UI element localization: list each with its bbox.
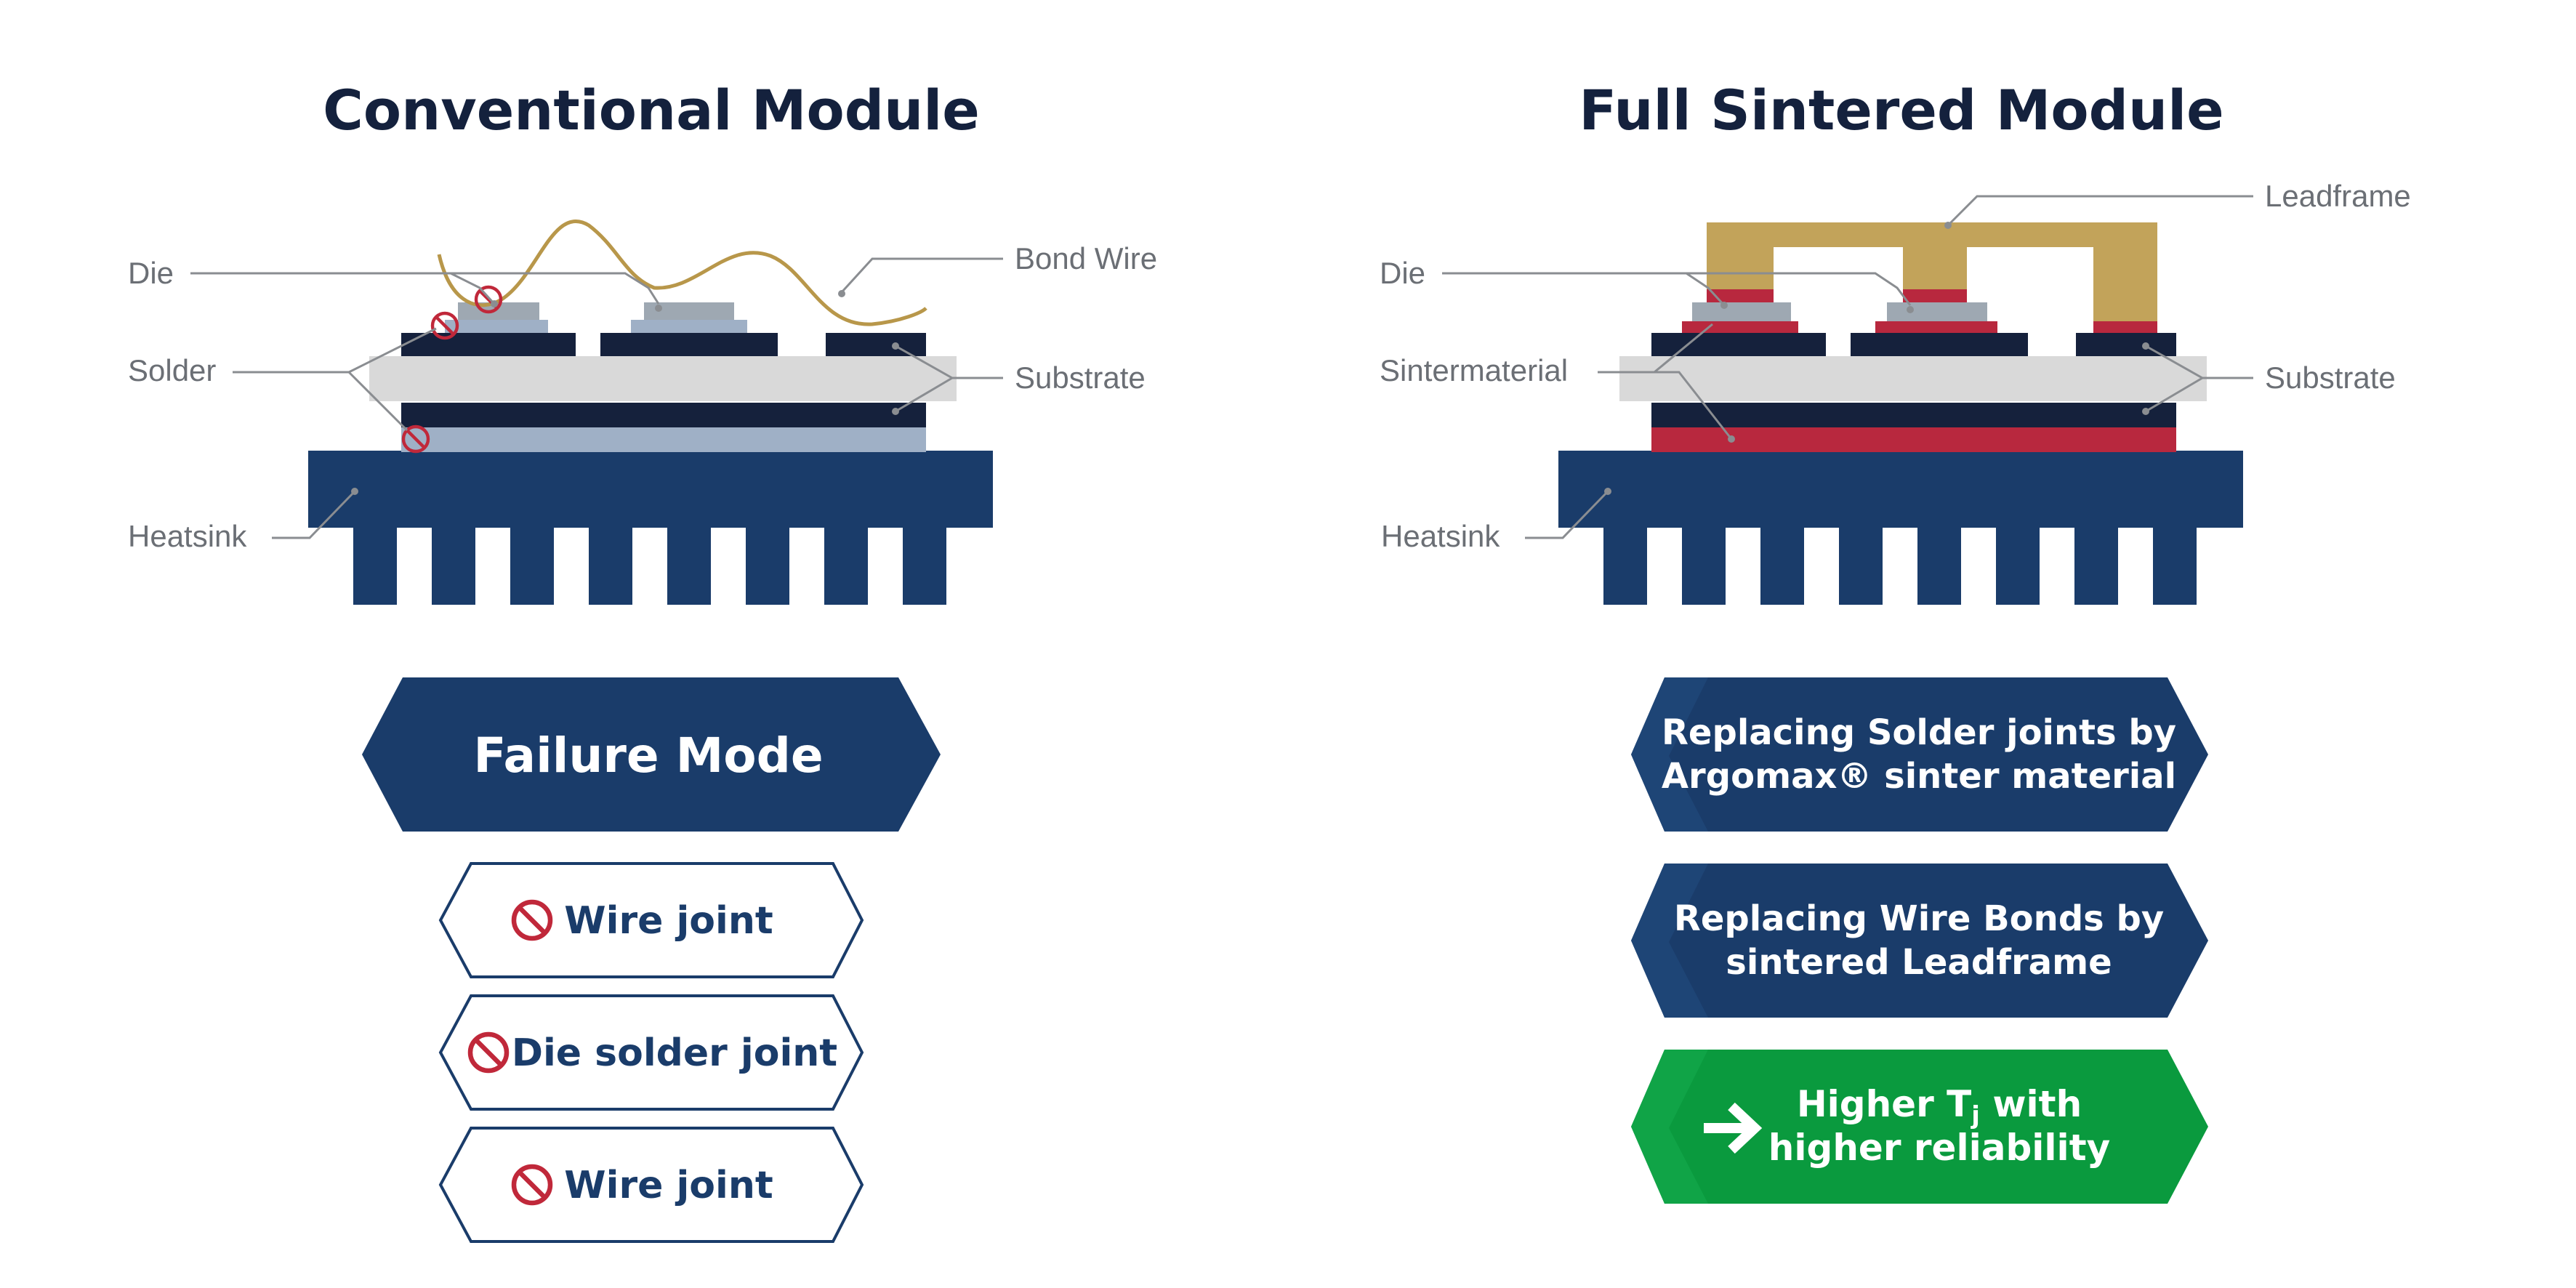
- failure-item-2: Die solder joint: [438, 994, 864, 1111]
- right-callout-sintermaterial: Sintermaterial: [1380, 323, 1735, 443]
- left-callout-substrate: Substrate: [892, 342, 1146, 415]
- benefit-1-line-2: Argomax® sinter material: [1662, 756, 2176, 797]
- left-substrate-bottom-copper: [401, 403, 926, 427]
- right-label-heatsink: Heatsink: [1381, 519, 1500, 553]
- right-die-1: [1692, 302, 1791, 321]
- left-callout-bond-wire: Bond Wire: [838, 241, 1157, 297]
- right-top-copper-1: [1651, 333, 1826, 356]
- result-line-1: Higher Tj with: [1797, 1083, 2082, 1130]
- left-heatsink: [308, 451, 993, 605]
- conventional-module-illustration: [308, 219, 993, 605]
- right-substrate: [1619, 356, 2207, 401]
- left-label-bond-wire: Bond Wire: [1015, 241, 1157, 275]
- left-title: Conventional Module: [323, 78, 980, 142]
- right-callout-substrate: Substrate: [2142, 342, 2396, 415]
- right-leadframe-sinter-2: [1903, 289, 1967, 302]
- benefit-2-line-2: sintered Leadframe: [1726, 942, 2112, 983]
- right-top-copper-3: [2076, 333, 2176, 356]
- right-die-2: [1887, 302, 1987, 321]
- right-leadframe: [1707, 222, 2157, 321]
- right-die-sinter-2: [1875, 321, 1997, 333]
- result-line-1-prefix: Higher T: [1797, 1083, 1971, 1125]
- failure-item-label: Die solder joint: [512, 1031, 837, 1075]
- failure-mode-title: Failure Mode: [473, 728, 823, 784]
- left-base-solder: [401, 427, 926, 452]
- sintered-module-illustration: [1558, 222, 2243, 605]
- left-top-copper-2: [600, 333, 778, 356]
- left-callout-die: Die: [128, 256, 662, 312]
- right-label-sintermaterial: Sintermaterial: [1380, 353, 1568, 387]
- arrow-right-icon: [1704, 1102, 1763, 1154]
- benefit-2-line-1: Replacing Wire Bonds by: [1674, 898, 2164, 939]
- right-title: Full Sintered Module: [1579, 78, 2223, 142]
- right-top-copper-2: [1851, 333, 2028, 356]
- right-die-sinter-1: [1682, 321, 1798, 333]
- right-label-die: Die: [1380, 256, 1425, 290]
- right-callout-leadframe: Leadframe: [1944, 179, 2411, 229]
- left-callout-heatsink: Heatsink: [128, 488, 358, 553]
- right-label-substrate: Substrate: [2265, 361, 2396, 395]
- failure-item-3: Wire joint: [438, 1127, 864, 1243]
- right-label-leadframe: Leadframe: [2265, 179, 2411, 213]
- left-label-solder: Solder: [128, 353, 216, 387]
- left-top-copper-1: [401, 333, 576, 356]
- benefit-sintered-leadframe: Replacing Wire Bonds by sintered Leadfra…: [1631, 864, 2208, 1018]
- result-line-1-subscript: j: [1970, 1101, 1980, 1130]
- right-substrate-bottom-copper: [1651, 403, 2176, 427]
- failure-item-1: Wire joint: [438, 862, 864, 978]
- left-top-copper-3: [826, 333, 926, 356]
- right-callout-heatsink: Heatsink: [1381, 488, 1611, 553]
- left-label-heatsink: Heatsink: [128, 519, 247, 553]
- failure-item-label: Wire joint: [564, 1164, 773, 1207]
- benefit-sinter-material: Replacing Solder joints by Argomax® sint…: [1631, 677, 2208, 832]
- failure-mode-header: Failure Mode: [362, 677, 941, 832]
- right-heatsink: [1558, 451, 2243, 605]
- right-leadframe-sinter-1: [1707, 289, 1774, 302]
- right-base-sinter: [1651, 427, 2176, 452]
- result-line-1-suffix: with: [1980, 1083, 2082, 1125]
- left-callout-solder: Solder: [128, 327, 437, 432]
- result-line-2: higher reliability: [1768, 1127, 2110, 1169]
- failure-item-label: Wire joint: [564, 899, 773, 943]
- left-die-solder-2: [631, 320, 747, 333]
- right-leadframe-sinter-3: [2093, 321, 2157, 333]
- left-substrate: [369, 356, 957, 401]
- benefit-1-line-1: Replacing Solder joints by: [1662, 712, 2176, 753]
- left-label-substrate: Substrate: [1015, 361, 1146, 395]
- left-label-die: Die: [128, 256, 174, 290]
- result-higher-reliability: Higher Tj with higher reliability: [1631, 1050, 2208, 1204]
- right-callout-die: Die: [1380, 256, 1914, 313]
- left-die-solder-1: [445, 320, 548, 333]
